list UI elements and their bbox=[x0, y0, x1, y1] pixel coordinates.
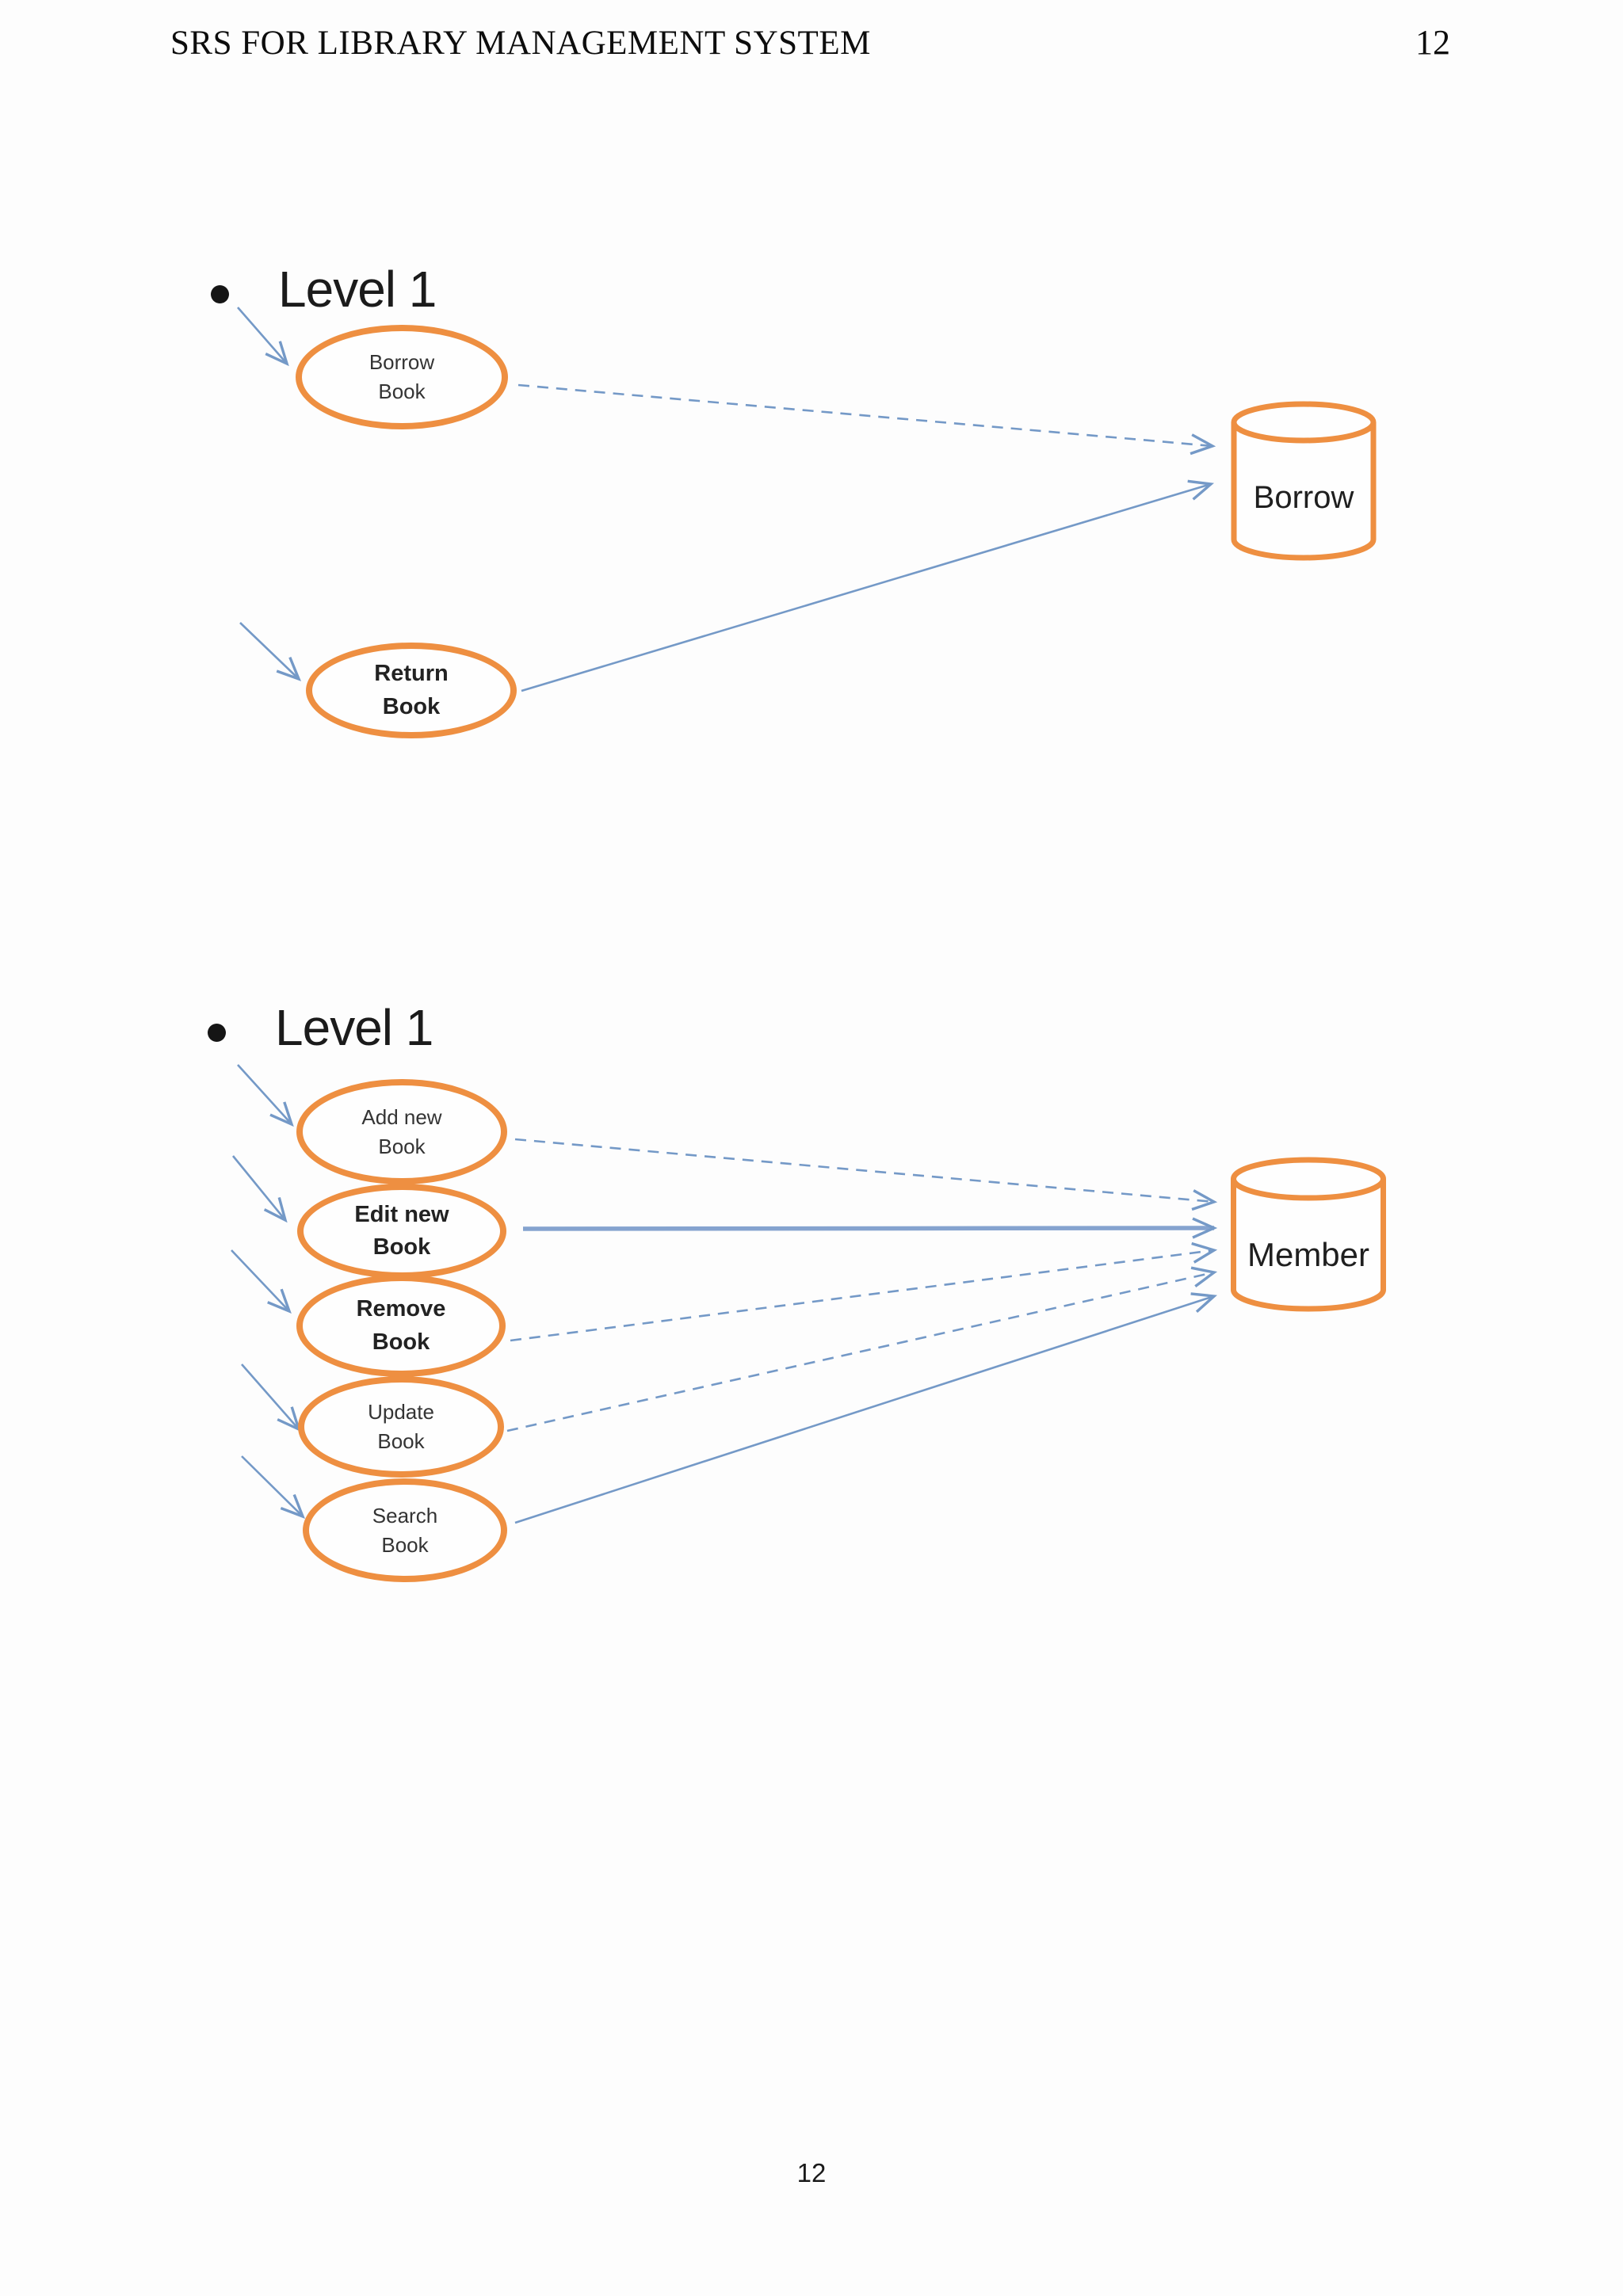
process-update-book-line2: Book bbox=[377, 1429, 425, 1453]
process-remove-book: Remove Book bbox=[296, 1275, 506, 1377]
process-edit-new-book-line2: Book bbox=[372, 1234, 431, 1260]
process-return-book-line2: Book bbox=[382, 693, 441, 719]
datastore-member-label: Member bbox=[1247, 1235, 1370, 1273]
footer-page-number: 12 bbox=[796, 2158, 827, 2187]
connector-level1-to-edit-new-book bbox=[231, 1155, 288, 1223]
process-edit-new-book-line1: Edit new bbox=[354, 1201, 449, 1227]
connector-return-book-to-borrow-store bbox=[521, 479, 1215, 692]
process-add-new-book: Add new Book bbox=[296, 1079, 507, 1184]
connector-edit-new-book-to-member bbox=[522, 1217, 1218, 1239]
connector-level1-to-search-book bbox=[241, 1455, 305, 1519]
process-remove-book-line1: Remove bbox=[356, 1296, 446, 1322]
diagram1-heading-label: Level 1 bbox=[278, 261, 437, 318]
process-add-new-book-line2: Book bbox=[378, 1134, 426, 1158]
connector-search-book-to-member bbox=[514, 1292, 1217, 1524]
document-footer: 12 bbox=[0, 2158, 1623, 2188]
process-borrow-book-line1: Borrow bbox=[369, 350, 435, 375]
connector-add-new-book-to-member bbox=[514, 1138, 1218, 1211]
process-search-book-line2: Book bbox=[381, 1532, 429, 1557]
connector-level1-to-update-book bbox=[241, 1363, 301, 1432]
cylinder-shape bbox=[1231, 1157, 1386, 1312]
bullet-icon bbox=[211, 285, 229, 303]
datastore-borrow-label: Borrow bbox=[1253, 479, 1354, 515]
connector-borrow-book-to-borrow-store bbox=[517, 383, 1216, 456]
process-return-book-line1: Return bbox=[374, 661, 449, 687]
process-search-book: Search Book bbox=[303, 1478, 507, 1582]
datastore-borrow: Borrow bbox=[1231, 401, 1377, 563]
connector-level1-to-add-new-book bbox=[237, 1064, 294, 1127]
datastore-member: Member bbox=[1231, 1157, 1386, 1314]
process-borrow-book: Borrow Book bbox=[296, 325, 508, 429]
connector-update-book-to-member bbox=[506, 1266, 1218, 1432]
connector-level1-to-return-book bbox=[239, 622, 302, 681]
process-borrow-book-line2: Book bbox=[378, 379, 426, 403]
process-add-new-book-line1: Add new bbox=[361, 1104, 442, 1129]
process-return-book: Return Book bbox=[306, 643, 517, 738]
process-edit-new-book: Edit new Book bbox=[297, 1184, 506, 1279]
cylinder-shape bbox=[1231, 401, 1377, 561]
connector-level1-to-borrow-book bbox=[237, 307, 289, 367]
diagram1-heading: Level 1 bbox=[211, 261, 437, 318]
process-update-book-line1: Update bbox=[368, 1400, 434, 1425]
process-search-book-line1: Search bbox=[372, 1503, 438, 1527]
diagram2-heading: Level 1 bbox=[208, 1000, 433, 1055]
header-page-number: 12 bbox=[1415, 23, 1450, 62]
process-update-book: Update Book bbox=[298, 1376, 504, 1478]
page-title: SRS FOR LIBRARY MANAGEMENT SYSTEM bbox=[170, 25, 871, 62]
process-remove-book-line2: Book bbox=[372, 1329, 430, 1355]
connector-remove-book-to-member bbox=[510, 1241, 1218, 1342]
bullet-icon bbox=[208, 1024, 226, 1042]
diagram2-heading-label: Level 1 bbox=[275, 999, 433, 1056]
document-header: SRS FOR LIBRARY MANAGEMENT SYSTEM 12 bbox=[0, 0, 1623, 95]
connector-level1-to-remove-book bbox=[231, 1249, 292, 1314]
